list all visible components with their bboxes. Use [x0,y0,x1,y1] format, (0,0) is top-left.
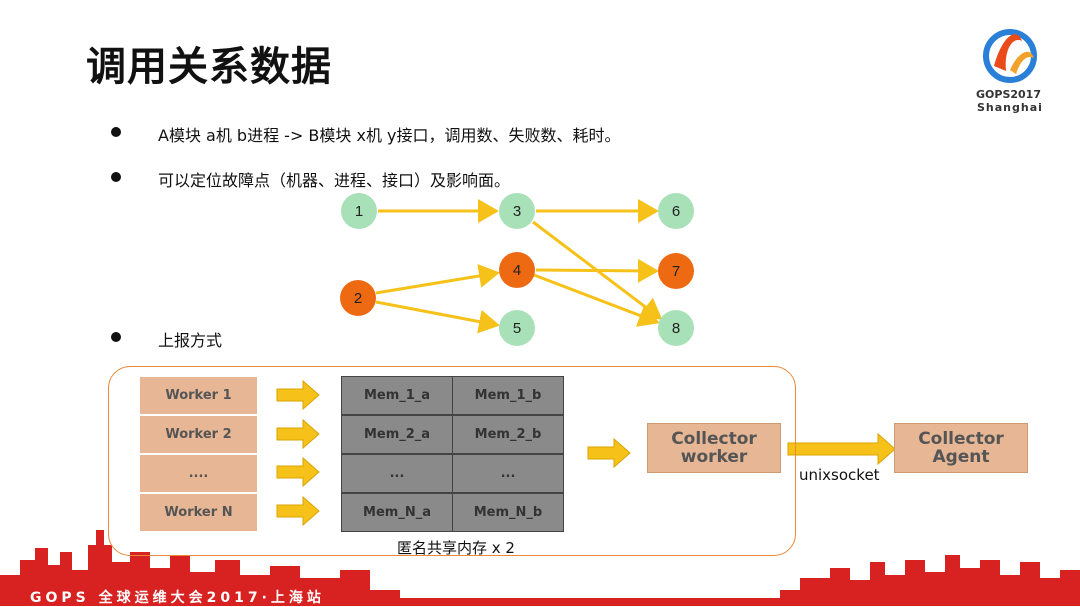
collector-worker-box: Collector worker [647,423,781,473]
reporting-container [108,366,796,556]
unixsocket-label: unixsocket [799,466,880,484]
graph-node-5-label: 5 [513,320,521,337]
mem-caption: 匿名共享内存 x 2 [397,539,515,557]
bullet-text-2: 可以定位故障点（机器、进程、接口）及影响面。 [158,171,511,190]
collector-agent-line1: Collector [918,429,1004,449]
graph-node-4 [499,252,535,288]
bullet-text-1: A模块 a机 b进程 -> B模块 x机 y接口，调用数、失败数、耗时。 [158,126,621,145]
mem-cell-2b: Mem_2_b [452,415,564,454]
collector-worker-line1: Collector [671,429,757,449]
worker-box-n: Worker N [139,493,258,532]
worker-arrow-2 [276,418,320,450]
worker-box-1: Worker 1 [139,376,258,415]
logo-text-year: GOPS2017 [976,88,1041,101]
graph-node-1-label: 1 [355,203,363,220]
worker-arrow-4 [276,495,320,527]
collector-agent-box: Collector Agent [894,423,1028,473]
gops-logo-icon [983,29,1037,83]
graph-node-5 [499,310,535,346]
logo-text-city: Shanghai [977,101,1043,114]
unixsocket-arrow [787,432,896,466]
bullet-dot [111,127,121,137]
mem-cell-3a: ... [341,454,453,493]
worker-arrow-1 [276,379,320,411]
graph-node-2-label: 2 [354,290,362,307]
mem-cell-1b: Mem_1_b [452,376,564,415]
skyline-footer [0,530,1080,606]
graph-node-3-label: 3 [513,203,521,220]
graph-node-4-label: 4 [513,262,521,279]
mem-cell-na: Mem_N_a [341,493,453,532]
graph-node-7-label: 7 [672,263,680,280]
graph-node-7 [658,253,694,289]
edge-4-7 [535,258,659,283]
mem-cell-nb: Mem_N_b [452,493,564,532]
worker-box-3: .... [139,454,258,493]
edge-2-5 [375,300,500,334]
graph-node-8-label: 8 [672,320,680,337]
graph-node-6-label: 6 [672,203,680,220]
graph-node-3 [499,193,535,229]
bullet-dot [111,172,121,182]
slide-title: 调用关系数据 [86,44,332,90]
bullet-dot [111,332,121,342]
mem-to-collector-arrow [587,437,631,469]
mem-cell-2a: Mem_2_a [341,415,453,454]
footer-event-text: GOPS 全球运维大会2017·上海站 [30,590,325,606]
edge-4-8 [533,273,660,327]
edge-2-4 [375,264,500,295]
collector-agent-line2: Agent [932,447,990,467]
graph-node-2 [340,280,376,316]
mem-cell-1a: Mem_1_a [341,376,453,415]
graph-node-8 [658,310,694,346]
bullet-text-3: 上报方式 [158,331,223,350]
graph-node-6 [658,193,694,229]
graph-node-1 [341,193,377,229]
worker-box-2: Worker 2 [139,415,258,454]
worker-arrow-3 [276,456,320,488]
mem-cell-3b: ... [452,454,564,493]
collector-worker-line2: worker [680,447,748,467]
